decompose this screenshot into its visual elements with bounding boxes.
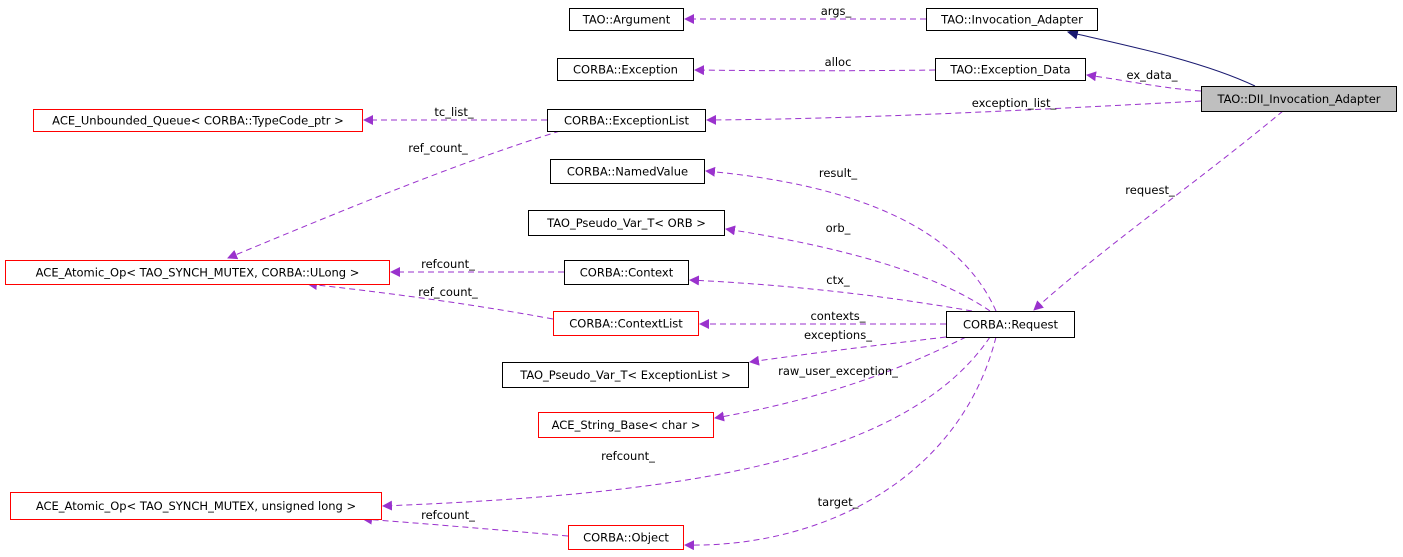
class-label-argument: TAO::Argument: [582, 13, 671, 27]
class-box-corba-exception: [557, 58, 694, 81]
class-node-corba-exception[interactable]: CORBA::Exception: [557, 58, 694, 81]
class-label-context: CORBA::Context: [580, 266, 674, 280]
edge-dii-request: [1033, 110, 1284, 311]
edge-req-result: [705, 166, 997, 312]
edge-label-req-contexts: contexts_: [810, 309, 865, 323]
edge-label-dii-request: request_: [1125, 183, 1175, 197]
class-label-inv-adapter: TAO::Invocation_Adapter: [940, 13, 1083, 27]
edge-label-req-refcount: refcount_: [601, 449, 655, 463]
edge-req-rawuser: [714, 336, 967, 422]
class-box-inv-adapter: [926, 8, 1098, 31]
edge-label-req-ctx: ctx_: [826, 273, 850, 287]
class-node-pseudo-orb[interactable]: TAO_Pseudo_Var_T< ORB >: [528, 210, 725, 236]
edge-label-exlist-tclist: tc_list_: [434, 105, 473, 119]
class-node-inv-adapter[interactable]: TAO::Invocation_Adapter: [926, 8, 1098, 31]
class-box-exception-list: [547, 109, 706, 132]
edge-label-dii-exdata: ex_data_: [1126, 68, 1177, 82]
edge-label-req-target: target_: [818, 495, 859, 509]
edges-layer: [227, 14, 1284, 551]
class-box-unbounded-queue: [33, 109, 363, 132]
edge-exlist-refcount: [227, 130, 561, 260]
class-box-dii-adapter: [1201, 86, 1397, 112]
class-node-dii-adapter[interactable]: TAO::DII_Invocation_Adapter: [1201, 86, 1397, 112]
class-node-named-value[interactable]: CORBA::NamedValue: [550, 159, 705, 184]
edge-label-req-exceptions: exceptions_: [804, 328, 872, 342]
class-box-argument: [569, 8, 684, 31]
class-label-unbounded-queue: ACE_Unbounded_Queue< CORBA::TypeCode_ptr…: [52, 114, 344, 128]
edge-obj-refcount: [362, 514, 569, 537]
class-box-context-list: [553, 311, 699, 336]
class-node-unbounded-queue[interactable]: ACE_Unbounded_Queue< CORBA::TypeCode_ptr…: [33, 109, 363, 132]
edge-ctxlist-refcount: [307, 280, 554, 320]
class-node-pseudo-exlist[interactable]: TAO_Pseudo_Var_T< ExceptionList >: [502, 362, 749, 388]
edge-label-req-result: result_: [819, 166, 858, 180]
class-node-exception-list[interactable]: CORBA::ExceptionList: [547, 109, 706, 132]
edge-label-exlist-refcount: ref_count_: [408, 141, 468, 155]
class-label-dii-adapter: TAO::DII_Invocation_Adapter: [1216, 92, 1380, 106]
class-node-request[interactable]: CORBA::Request: [946, 311, 1075, 338]
edge-label-exdata-alloc: alloc: [825, 55, 852, 69]
class-label-pseudo-exlist: TAO_Pseudo_Var_T< ExceptionList >: [519, 368, 731, 382]
class-box-atomic-ulong: [5, 260, 390, 285]
class-node-corba-object[interactable]: CORBA::Object: [568, 525, 684, 550]
class-label-exception-list: CORBA::ExceptionList: [564, 114, 690, 128]
class-label-context-list: CORBA::ContextList: [569, 317, 683, 331]
edge-exdata-alloc: [694, 65, 936, 76]
class-node-context[interactable]: CORBA::Context: [564, 260, 689, 285]
edge-dii-exdata: [1086, 71, 1202, 92]
edge-dii-exlist: [706, 100, 1202, 125]
edge-label-ctxlist-refcount: ref_count_: [418, 285, 478, 299]
class-node-string-base[interactable]: ACE_String_Base< char >: [538, 412, 714, 438]
class-box-exception-data: [935, 58, 1086, 81]
class-label-corba-exception: CORBA::Exception: [573, 63, 678, 77]
class-label-string-base: ACE_String_Base< char >: [552, 418, 701, 432]
class-box-request: [946, 311, 1075, 338]
class-box-context: [564, 260, 689, 285]
edge-label-req-orb: orb_: [826, 221, 851, 235]
edge-req-exceptions: [749, 336, 947, 366]
class-label-pseudo-orb: TAO_Pseudo_Var_T< ORB >: [546, 216, 706, 230]
class-box-named-value: [550, 159, 705, 184]
class-box-corba-object: [568, 525, 684, 550]
edge-label-dii-exlist: exception_list_: [972, 96, 1057, 110]
class-node-context-list[interactable]: CORBA::ContextList: [553, 311, 699, 336]
class-box-pseudo-orb: [528, 210, 725, 236]
edge-req-orb: [725, 225, 991, 312]
class-label-request: CORBA::Request: [963, 318, 1059, 332]
nodes-layer: TAO::Argument TAO::Invocation_AdapterCORB…: [5, 8, 1397, 550]
class-box-pseudo-exlist: [502, 362, 749, 388]
class-box-string-base: [538, 412, 714, 438]
edge-label-inv-args: args_: [821, 4, 852, 18]
class-node-atomic-ulong[interactable]: ACE_Atomic_Op< TAO_SYNCH_MUTEX, CORBA::U…: [5, 260, 390, 285]
edge-labels-layer: args_alloc ex_data_ exception_list_ tc_list…: [408, 4, 1178, 522]
class-node-atomic-unsigned[interactable]: ACE_Atomic_Op< TAO_SYNCH_MUTEX, unsigned…: [10, 492, 382, 520]
edge-req-target: [684, 336, 997, 551]
edge-label-ctx-refcount: refcount_: [421, 257, 475, 271]
class-node-exception-data[interactable]: TAO::Exception_Data: [935, 58, 1086, 81]
class-node-argument[interactable]: TAO::Argument: [569, 8, 684, 31]
edge-label-obj-refcount: refcount_: [421, 508, 475, 522]
edge-dii-inherits-inv: [1066, 28, 1256, 87]
class-label-exception-data: TAO::Exception_Data: [949, 63, 1070, 77]
edge-req-ctx: [689, 275, 973, 312]
edge-label-req-rawuser: raw_user_exception_: [778, 364, 898, 378]
class-label-atomic-unsigned: ACE_Atomic_Op< TAO_SYNCH_MUTEX, unsigned…: [36, 499, 356, 513]
class-label-named-value: CORBA::NamedValue: [567, 165, 688, 179]
class-box-atomic-unsigned: [10, 492, 382, 520]
class-label-atomic-ulong: ACE_Atomic_Op< TAO_SYNCH_MUTEX, CORBA::U…: [36, 266, 360, 280]
class-label-corba-object: CORBA::Object: [583, 531, 669, 545]
